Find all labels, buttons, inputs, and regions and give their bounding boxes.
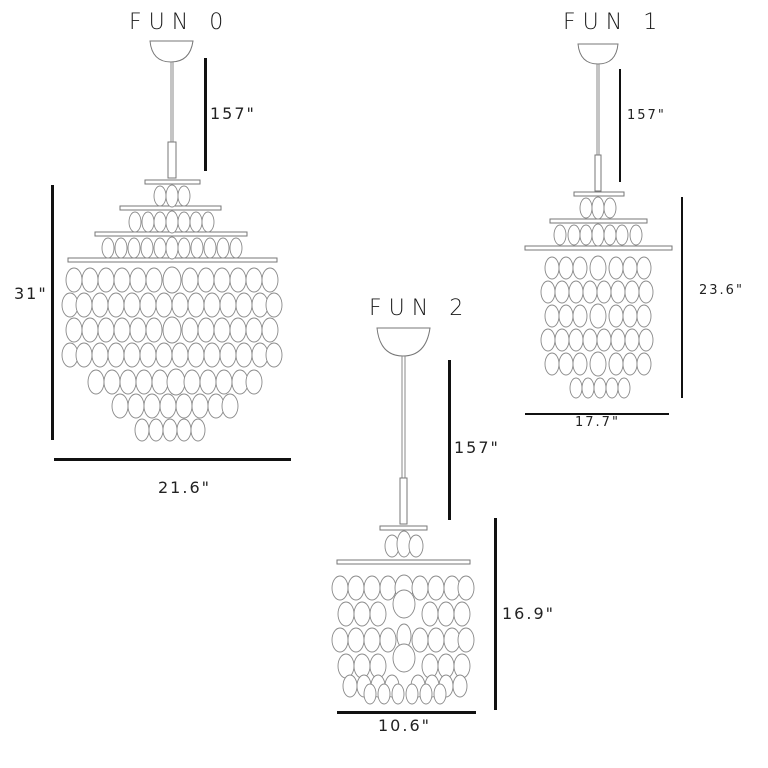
fun0-height-dimension-line <box>51 185 54 440</box>
fun1-height: 23.6" <box>699 283 744 298</box>
fun2-drawing <box>331 327 475 705</box>
fun2-width-dimension-line <box>337 711 476 714</box>
fun2-cable-length: 157" <box>454 438 500 457</box>
fun2-title: FUN 2 <box>369 296 471 321</box>
fun2-height: 16.9" <box>502 604 555 623</box>
fun0-height: 31" <box>14 284 48 303</box>
fun1-height-dimension-line <box>681 197 683 398</box>
fun1-title: FUN 1 <box>563 10 665 35</box>
fun1-width: 17.7" <box>575 415 620 430</box>
fun1-cable-length: 157" <box>627 108 666 123</box>
fun1-width-dimension-line <box>525 413 669 415</box>
fun0-cable-length: 157" <box>210 104 256 123</box>
fun0-drawing <box>61 40 283 442</box>
fun0-width: 21.6" <box>158 478 211 497</box>
fun1-drawing <box>524 43 673 399</box>
fun0-cable-dimension-line <box>204 58 207 171</box>
fun2-width: 10.6" <box>378 716 431 735</box>
fun0-title: FUN 0 <box>129 10 231 35</box>
fun2-cable-dimension-line <box>448 360 451 520</box>
fun1-cable-dimension-line <box>619 69 621 182</box>
fun2-height-dimension-line <box>494 518 497 710</box>
fun0-width-dimension-line <box>54 458 291 461</box>
